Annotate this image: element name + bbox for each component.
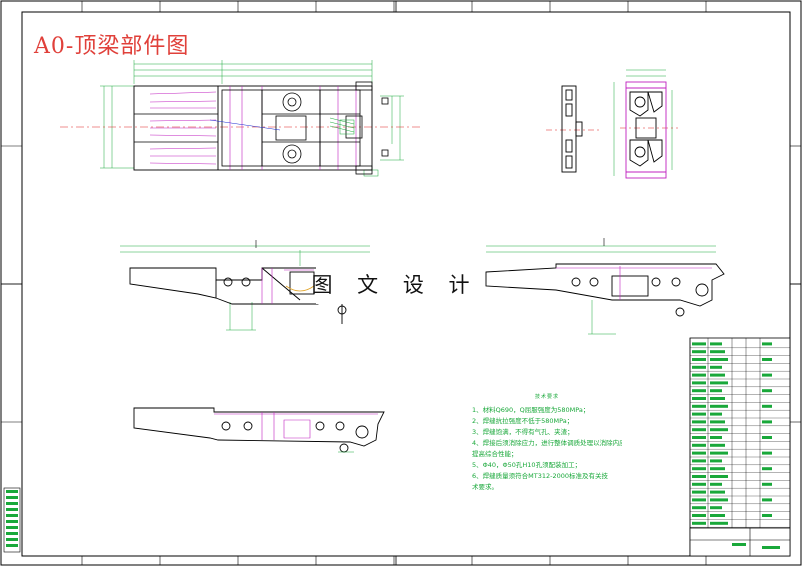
notes-title: 技术要求: [534, 394, 559, 400]
drawing-title: A0-顶梁部件图: [34, 34, 190, 59]
parts-list: [689, 337, 791, 557]
section-view-right: [613, 69, 678, 179]
section-view-left: [546, 85, 600, 173]
note-line: 提高综合性能；: [472, 450, 518, 458]
note-line: 5、Φ40，Φ50孔H10孔须配装加工；: [472, 461, 582, 469]
elevation-bottom: [133, 407, 385, 453]
technical-notes: 技术要求 1、材料Q690，Q屈服强度为580MPa； 2、焊缝抗拉强度不低于5…: [472, 392, 622, 493]
note-line: 6、焊缝质量须符合MT312-2000标准及有关技: [472, 472, 609, 480]
elevation-left: [120, 240, 370, 331]
note-line: 3、焊缝饱满，不得有气孔、夹渣；: [472, 428, 574, 436]
note-line: 术要求。: [472, 483, 498, 491]
watermark: 图 文 设 计: [311, 264, 474, 304]
note-line: 2、焊缝抗拉强度不低于580MPa；: [472, 417, 574, 425]
margin-block: [3, 487, 21, 553]
plan-view: [60, 60, 420, 177]
elevation-right: [485, 238, 725, 335]
note-line: 1、材料Q690，Q屈服强度为580MPa；: [472, 406, 590, 414]
note-line: 4、焊接后须消除应力，进行整体调质处理以消除内应力和: [472, 439, 622, 447]
